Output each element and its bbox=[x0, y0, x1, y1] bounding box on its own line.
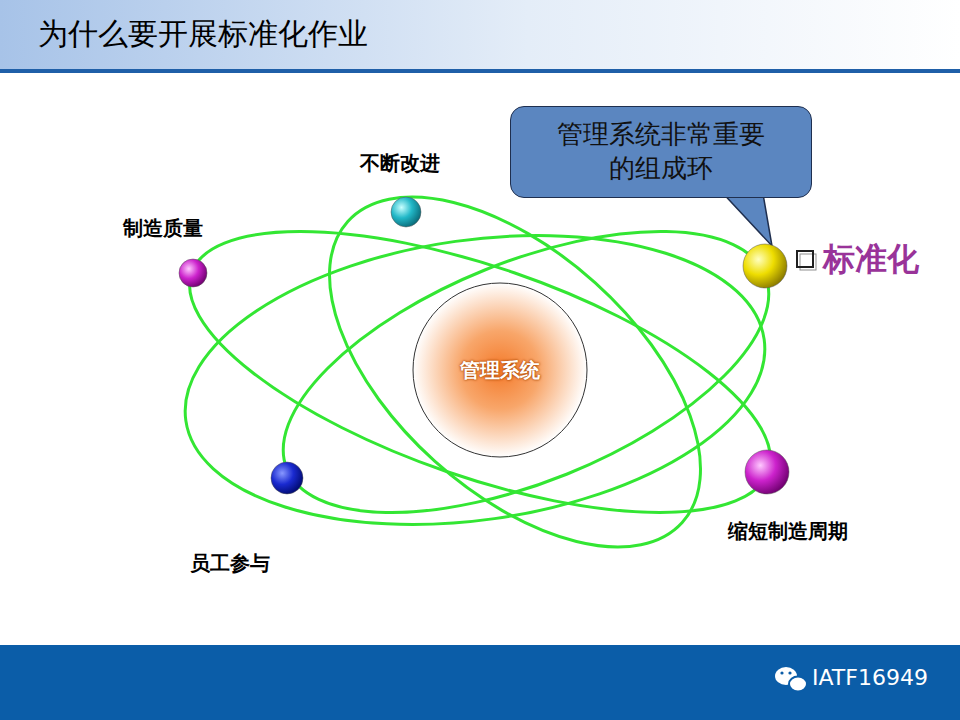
core-disc bbox=[413, 283, 587, 457]
planet-label: 标准化 bbox=[823, 238, 919, 282]
planet-sphere bbox=[741, 242, 789, 290]
callout-box: 管理系统非常重要的组成环 bbox=[510, 106, 812, 198]
footer-band bbox=[0, 645, 960, 720]
title-band bbox=[0, 0, 960, 70]
sphere bbox=[271, 462, 303, 494]
wechat-icon bbox=[775, 667, 807, 692]
title-rule bbox=[0, 69, 960, 73]
planet-sphere bbox=[269, 460, 305, 496]
planet-label: 制造质量 bbox=[123, 215, 203, 242]
callout-text: 管理系统非常重要的组成环 bbox=[551, 117, 771, 185]
planet-sphere bbox=[743, 448, 791, 496]
slide-title: 为什么要开展标准化作业 bbox=[38, 14, 368, 55]
bullet-shadow bbox=[800, 254, 816, 270]
core-label: 管理系统 bbox=[460, 357, 540, 384]
sphere bbox=[745, 450, 789, 494]
planet-node: 标准化 bbox=[823, 238, 919, 282]
sphere bbox=[743, 244, 787, 288]
planet-node: 缩短制造周期 bbox=[728, 518, 848, 545]
planet-node: 员工参与 bbox=[190, 550, 270, 577]
sphere bbox=[179, 259, 207, 287]
planet-label: 不断改进 bbox=[360, 150, 440, 177]
planet-sphere bbox=[389, 195, 423, 229]
bullet-square bbox=[797, 251, 813, 267]
planet-node: 不断改进 bbox=[360, 150, 440, 177]
core-circle: 管理系统 bbox=[412, 282, 588, 458]
planet-label: 员工参与 bbox=[190, 550, 270, 577]
planet-label: 缩短制造周期 bbox=[728, 518, 848, 545]
orbits bbox=[157, 132, 806, 611]
footer-label: IATF16949 bbox=[812, 665, 928, 690]
sphere bbox=[391, 197, 421, 227]
planet-node: 制造质量 bbox=[123, 215, 203, 242]
planet-sphere bbox=[177, 257, 209, 289]
